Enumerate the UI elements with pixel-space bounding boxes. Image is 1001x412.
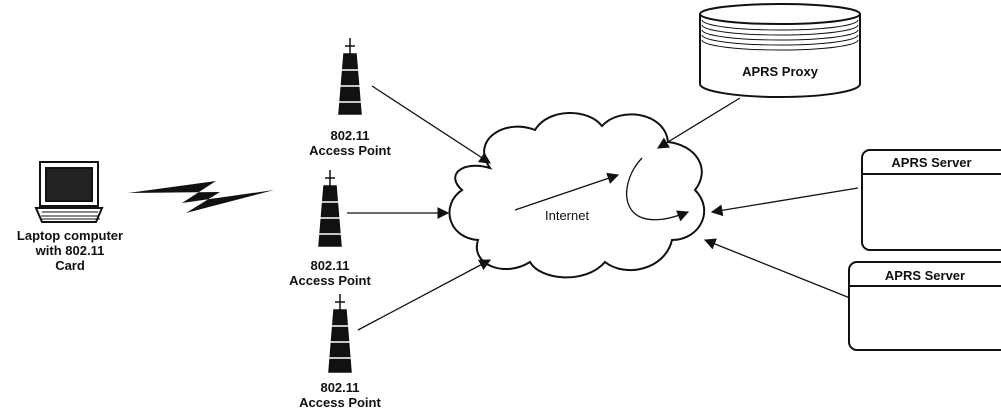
database-cylinder-icon [699,3,861,98]
internet-label: Internet [545,208,590,223]
laptop-label-line: Card [55,258,85,273]
access-point-label-line: 802.11 [320,380,360,395]
server-1-to-internet-arrow [710,187,859,217]
access-point-tower-icon [338,38,362,115]
server-2-to-internet-arrow [703,238,851,299]
tower-3-to-internet-arrow [357,259,492,331]
access-point-tower-icon [318,170,342,247]
access-point-1-label: 802.11 Access Point [295,128,405,158]
access-point-tower-icon [328,294,352,373]
access-point-3-label: 802.11 Access Point [285,380,395,410]
server-box-icon [848,261,1001,351]
laptop-icon [34,161,104,223]
laptop-label-line: with 802.11 [35,243,105,258]
wireless-link-icon [128,181,274,213]
proxy-to-internet-arrow [657,97,741,149]
tower-1-to-internet-arrow [371,85,491,164]
internal-return-arrow [626,157,690,222]
server-1-label: APRS Server [891,155,972,170]
server-box-icon [861,149,1001,251]
internal-route-arrow [514,172,620,211]
laptop-label-line: Laptop computer [16,228,124,243]
access-point-label-line: 802.11 [310,258,350,273]
access-point-label-line: Access Point [309,143,391,158]
access-point-label-line: Access Point [299,395,381,410]
internet-cloud [448,112,706,279]
server-2-label: APRS Server [884,268,966,283]
proxy-label: APRS Proxy [742,64,818,79]
laptop-label: Laptop computer with 802.11 Card [0,228,140,273]
access-point-label-line: Access Point [289,273,371,288]
access-point-2-label: 802.11 Access Point [275,258,385,288]
access-point-label-line: 802.11 [330,128,370,143]
